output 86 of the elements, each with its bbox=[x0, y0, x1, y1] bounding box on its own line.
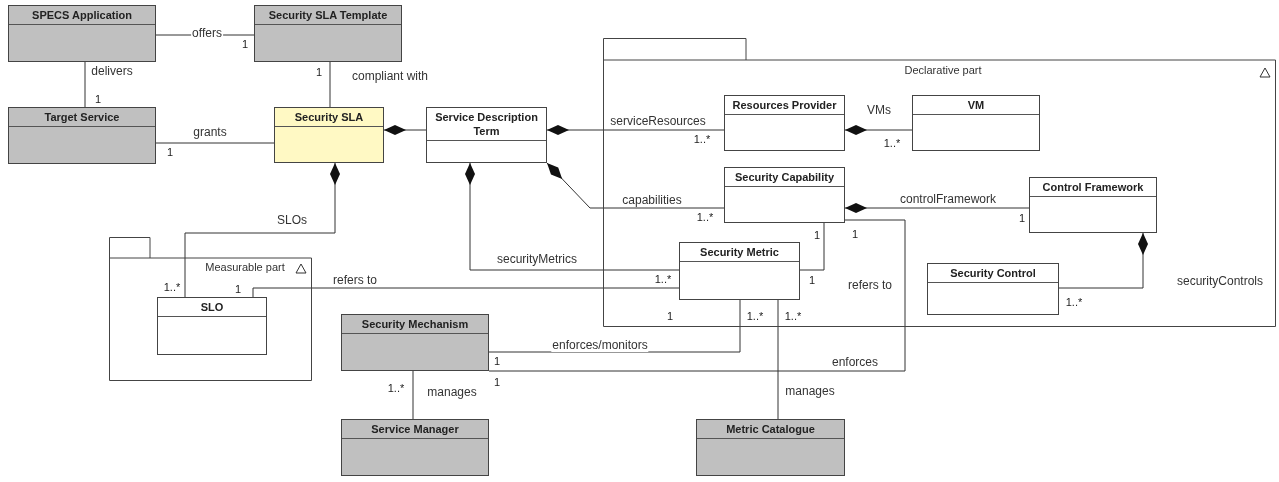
composition-line bbox=[383, 125, 427, 135]
edge-label: serviceResources bbox=[609, 114, 707, 128]
class-box bbox=[8, 107, 156, 164]
association-line bbox=[412, 370, 414, 420]
edge-label: securityMetrics bbox=[496, 252, 578, 266]
package-frame bbox=[603, 38, 1276, 327]
edge-label: grants bbox=[192, 125, 228, 139]
edge-label: delivers bbox=[90, 64, 134, 78]
multiplicity-label: 1 bbox=[94, 93, 102, 105]
class-name: Security SLA Template bbox=[255, 6, 401, 25]
multiplicity-label: 1..* bbox=[1065, 296, 1083, 308]
class-box bbox=[724, 95, 845, 151]
multiplicity-label: 1..* bbox=[693, 133, 711, 145]
edge-label: capabilities bbox=[621, 193, 683, 207]
class-name: Security Capability bbox=[725, 168, 844, 187]
class-box bbox=[254, 5, 402, 62]
class-name: Security Metric bbox=[680, 243, 799, 262]
edge-label: refers to bbox=[332, 273, 378, 287]
multiplicity-label: 1 bbox=[166, 146, 174, 158]
edge-label: enforces bbox=[831, 355, 879, 369]
class-name: Service Manager bbox=[342, 420, 488, 439]
class-box bbox=[341, 419, 489, 476]
edge-label: enforces/monitors bbox=[551, 338, 649, 352]
composition-line bbox=[844, 125, 913, 135]
association-line bbox=[777, 299, 779, 420]
association-line bbox=[252, 287, 680, 298]
class-name: Target Service bbox=[9, 108, 155, 127]
association-line bbox=[155, 142, 275, 144]
package-name: Declarative part bbox=[904, 64, 982, 76]
class-name: Metric Catalogue bbox=[697, 420, 844, 439]
multiplicity-label: 1..* bbox=[746, 310, 764, 322]
class-name: Resources Provider bbox=[725, 96, 844, 115]
edge-label: compliant with bbox=[351, 69, 429, 83]
multiplicity-label: 1 bbox=[851, 228, 859, 240]
multiplicity-label: 1 bbox=[315, 66, 323, 78]
class-box bbox=[341, 314, 489, 371]
class-box bbox=[724, 167, 845, 223]
edge-label: controlFramework bbox=[899, 192, 997, 206]
multiplicity-label: 1 bbox=[493, 376, 501, 388]
composition-line bbox=[546, 125, 725, 135]
edge-label: refers to bbox=[847, 278, 893, 292]
class-name: Security SLA bbox=[275, 108, 383, 127]
edge-label: securityControls bbox=[1176, 274, 1264, 288]
composition-line bbox=[1058, 232, 1148, 289]
composition-line bbox=[546, 162, 725, 209]
multiplicity-label: 1 bbox=[241, 38, 249, 50]
multiplicity-label: 1 bbox=[666, 310, 674, 322]
composition-line bbox=[184, 162, 340, 298]
package-name: Measurable part bbox=[205, 261, 285, 273]
multiplicity-label: 1 bbox=[813, 229, 821, 241]
association-line bbox=[84, 61, 86, 108]
class-box bbox=[679, 242, 800, 300]
association-line bbox=[488, 219, 906, 372]
class-name: SLO bbox=[158, 298, 266, 317]
edge-label: VMs bbox=[866, 103, 892, 117]
edge-label: offers bbox=[191, 26, 223, 40]
multiplicity-label: 1 bbox=[493, 355, 501, 367]
class-box bbox=[912, 95, 1040, 151]
class-name: SPECS Application bbox=[9, 6, 155, 25]
class-box bbox=[927, 263, 1059, 315]
class-box bbox=[157, 297, 267, 355]
class-name: Security Mechanism bbox=[342, 315, 488, 334]
class-name: VM bbox=[913, 96, 1039, 115]
association-line bbox=[329, 61, 331, 108]
association-line bbox=[799, 222, 825, 271]
class-box bbox=[274, 107, 384, 163]
multiplicity-label: 1..* bbox=[883, 137, 901, 149]
class-box bbox=[8, 5, 156, 62]
class-name: Service Description Term bbox=[427, 108, 546, 141]
multiplicity-label: 1..* bbox=[163, 281, 181, 293]
composition-line bbox=[844, 203, 1030, 213]
class-name: Security Control bbox=[928, 264, 1058, 283]
association-line bbox=[488, 299, 741, 353]
class-box bbox=[696, 419, 845, 476]
multiplicity-label: 1..* bbox=[696, 211, 714, 223]
class-box bbox=[1029, 177, 1157, 233]
edge-label: SLOs bbox=[276, 213, 308, 227]
class-name: Control Framework bbox=[1030, 178, 1156, 197]
composition-line bbox=[465, 162, 680, 271]
multiplicity-label: 1..* bbox=[387, 382, 405, 394]
class-box bbox=[426, 107, 547, 163]
multiplicity-label: 1..* bbox=[784, 310, 802, 322]
package-frame bbox=[109, 237, 312, 381]
multiplicity-label: 1 bbox=[1018, 212, 1026, 224]
multiplicity-label: 1 bbox=[808, 274, 816, 286]
multiplicity-label: 1..* bbox=[654, 273, 672, 285]
